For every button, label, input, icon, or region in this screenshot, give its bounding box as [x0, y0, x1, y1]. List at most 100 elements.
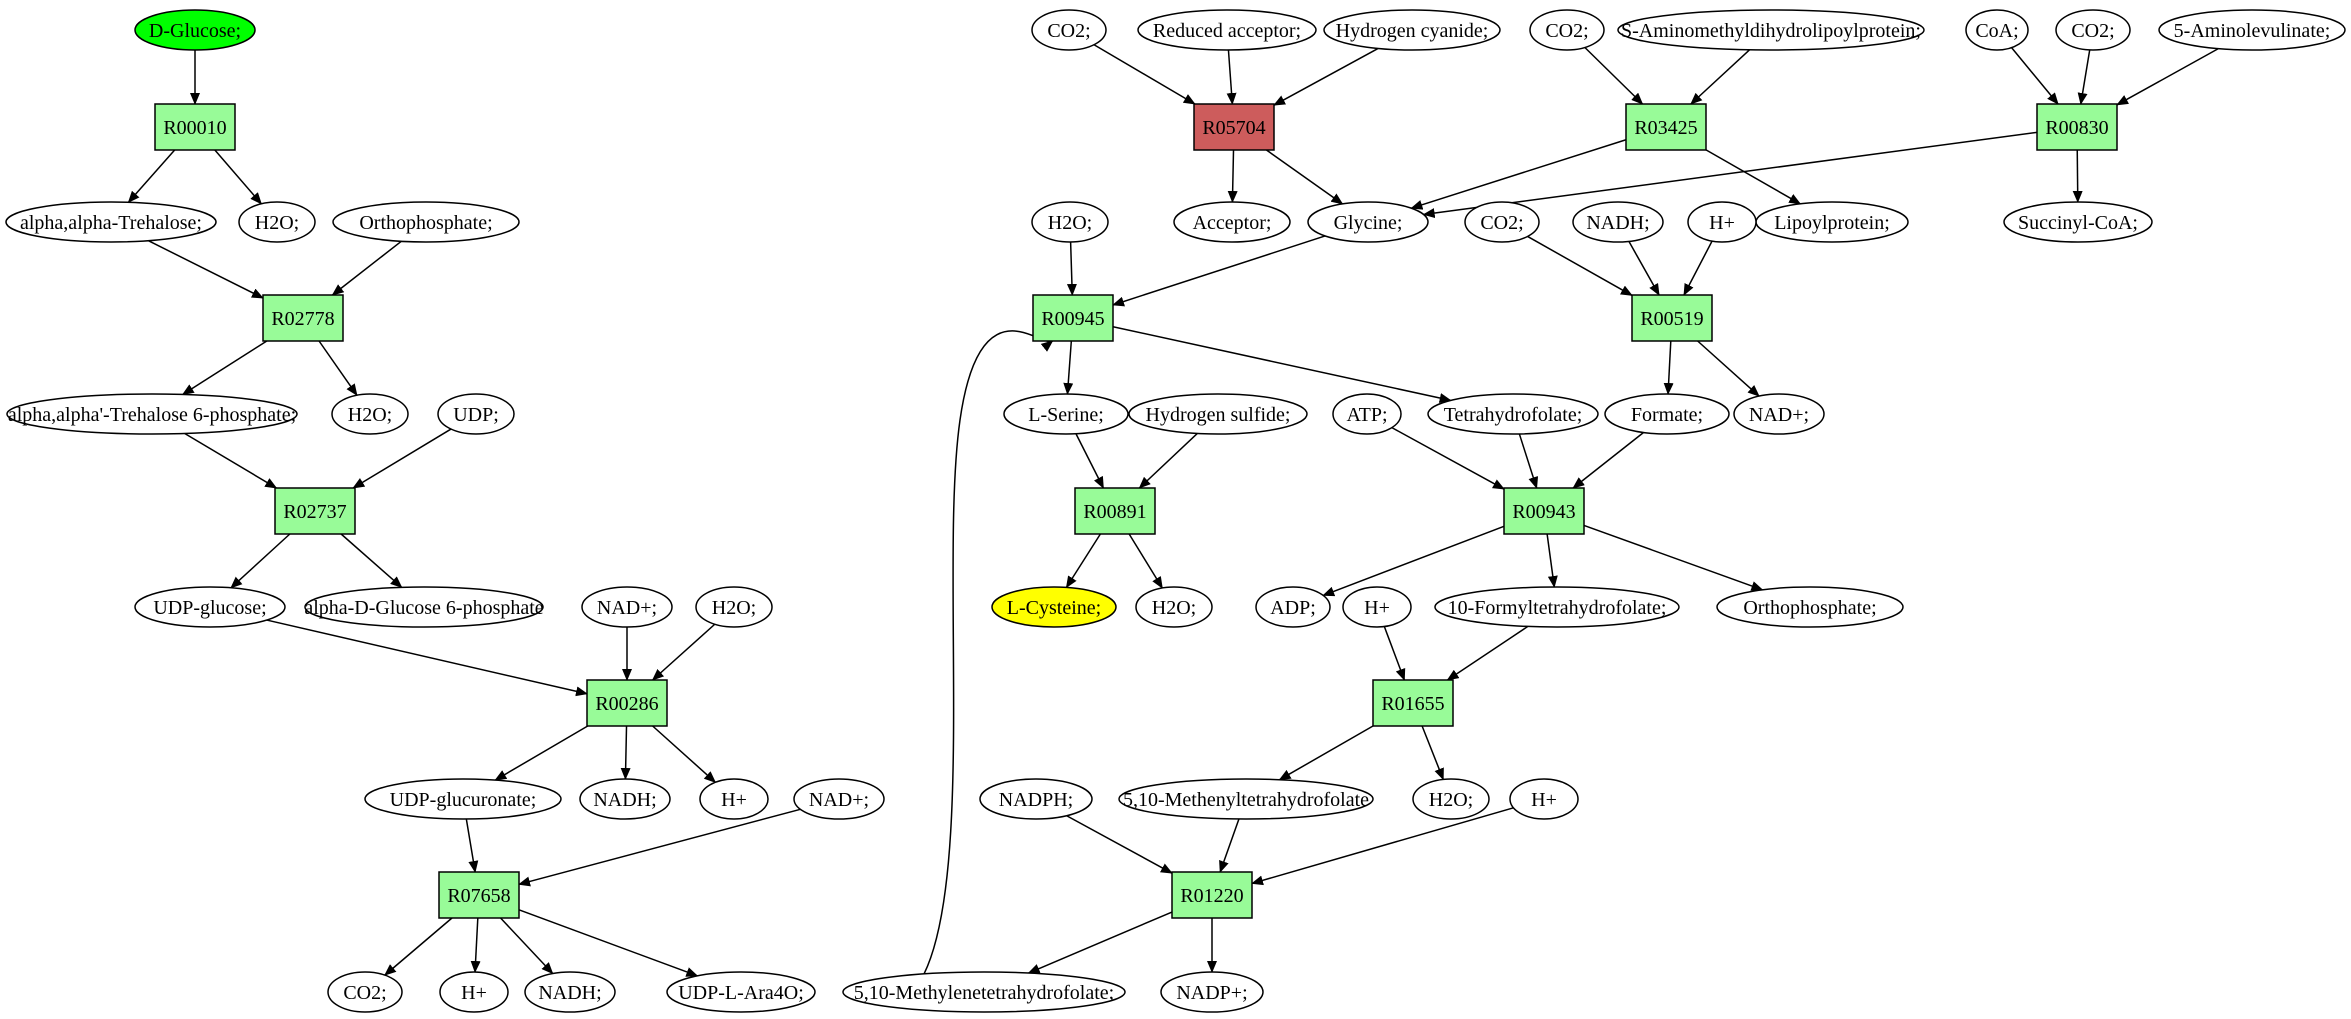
- compound-node-h2o-4: H2O;: [1031, 201, 1109, 243]
- edge-menthf-to-R01220: [1219, 818, 1240, 873]
- edge-R07658-to-h_2: [470, 917, 481, 974]
- compound-label: Succinyl-CoA;: [2018, 212, 2138, 234]
- compound-node-adp: ADP;: [1255, 586, 1331, 628]
- compound-label: 5-Aminolevulinate;: [2174, 20, 2331, 42]
- edge-R02737-to-g6p: [340, 533, 403, 589]
- compound-ellipse: [1965, 9, 2029, 51]
- compound-label: H+: [1709, 212, 1735, 234]
- compound-ellipse: [1716, 586, 1904, 628]
- compound-label: Hydrogen sulfide;: [1146, 404, 1291, 426]
- reaction-node-R00830: R00830: [2036, 103, 2118, 151]
- compound-label: 5,10-Methenyltetrahydrofolate: [1123, 789, 1369, 811]
- compound-label: Reduced acceptor;: [1153, 20, 1301, 42]
- compound-node-h2o-2: H2O;: [331, 393, 409, 435]
- edge-ala5-to-R00830: [2116, 47, 2219, 106]
- compound-ellipse: [1427, 393, 1599, 435]
- reaction-node-R01220: R01220: [1171, 871, 1253, 919]
- compound-ellipse: [238, 201, 316, 243]
- edge-R00891-to-h2o_5: [1128, 533, 1163, 589]
- compound-label: CO2;: [1545, 20, 1588, 42]
- reaction-box: [1032, 294, 1114, 342]
- compound-node-succoa: Succinyl-CoA;: [2003, 201, 2153, 243]
- compound-label: Formate;: [1631, 404, 1703, 426]
- compound-ellipse: [1137, 9, 1317, 51]
- compound-ellipse: [2003, 201, 2153, 243]
- edge-redacc-to-R05704: [1226, 49, 1237, 105]
- compound-label: Glycine;: [1334, 212, 1403, 234]
- compound-ellipse: [1135, 586, 1213, 628]
- compound-label: CO2;: [2071, 20, 2114, 42]
- compound-label: H+: [721, 789, 747, 811]
- compound-label: CO2;: [343, 982, 386, 1004]
- reaction-box: [1625, 103, 1707, 151]
- compound-node-thf: Tetrahydrofolate;: [1427, 393, 1599, 435]
- reaction-label: R07658: [447, 885, 510, 907]
- edge-co2_3-to-R03425: [1584, 46, 1644, 105]
- compound-node-h2s: Hydrogen sulfide;: [1128, 393, 1308, 435]
- compound-label: alpha,alpha-Trehalose;: [20, 212, 202, 234]
- compound-ellipse: [1617, 9, 1925, 51]
- compound-label: Hydrogen cyanide;: [1336, 20, 1489, 42]
- compound-node-nadh-1: NADH;: [579, 778, 671, 820]
- compound-node-glc: D-Glucose;: [134, 9, 256, 51]
- compound-node-h2o-5: H2O;: [1135, 586, 1213, 628]
- compound-node-saml: S-Aminomethyldihydrolipoylprotein;: [1617, 9, 1925, 51]
- reaction-node-R00519: R00519: [1631, 294, 1713, 342]
- compound-ellipse: [1118, 778, 1374, 820]
- compound-label: CO2;: [1480, 212, 1523, 234]
- compound-node-mlthf: 5,10-Methylenetetrahydrofolate;: [842, 971, 1126, 1013]
- compound-node-nad-2: NAD+;: [793, 778, 885, 820]
- edge-mlthf-to-R00945: [923, 330, 1054, 975]
- compound-label: UDP;: [453, 404, 499, 426]
- reaction-node-R07658: R07658: [438, 871, 520, 919]
- compound-node-g6p: alpha-D-Glucose 6-phosphate: [304, 586, 544, 628]
- compound-ellipse: [579, 778, 671, 820]
- edge-udpglc-to-R00286: [266, 619, 588, 697]
- edge-R00519-to-formate: [1663, 340, 1674, 396]
- edge-udpglcur-to-R07658: [465, 818, 479, 873]
- compound-ellipse: [134, 9, 256, 51]
- reaction-box: [1372, 679, 1454, 727]
- reaction-box: [1171, 871, 1253, 919]
- edge-hcn-to-R05704: [1273, 47, 1379, 106]
- compound-label: H2O;: [712, 597, 756, 619]
- compound-node-menthf: 5,10-Methenyltetrahydrofolate: [1118, 778, 1374, 820]
- reaction-label: R01655: [1381, 693, 1444, 715]
- edge-R02778-to-h2o_2: [318, 340, 358, 397]
- compound-ellipse: [6, 393, 298, 435]
- edge-R01220-to-mlthf: [1027, 911, 1173, 974]
- compound-node-nadh-3: NADH;: [1572, 201, 1664, 243]
- compound-label: ATP;: [1346, 404, 1387, 426]
- edge-R02737-to-udpglc: [230, 533, 291, 589]
- compound-node-gly: Glycine;: [1307, 201, 1429, 243]
- compound-ellipse: [1332, 393, 1402, 435]
- compound-ellipse: [1173, 201, 1291, 243]
- compound-label: CO2;: [1047, 20, 1090, 42]
- compound-node-udp: UDP;: [437, 393, 515, 435]
- compound-ellipse: [1160, 971, 1264, 1013]
- edge-R00945-to-thf: [1112, 325, 1452, 403]
- edge-R07658-to-udpara: [518, 909, 699, 977]
- reaction-box: [154, 103, 236, 151]
- reaction-node-R00010: R00010: [154, 103, 236, 151]
- compound-ellipse: [695, 586, 773, 628]
- compound-node-co2-2: CO2;: [1031, 9, 1107, 51]
- compound-node-ser: L-Serine;: [1003, 393, 1129, 435]
- edge-R00891-to-cys: [1065, 533, 1102, 589]
- compound-ellipse: [1031, 201, 1109, 243]
- compound-node-h-3: H+: [1687, 201, 1757, 243]
- reaction-node-R00943: R00943: [1503, 487, 1585, 535]
- compound-node-atp: ATP;: [1332, 393, 1402, 435]
- compound-node-co2-3: CO2;: [1529, 9, 1605, 51]
- edge-fthf-to-R01655: [1446, 625, 1529, 681]
- compound-node-h-4: H+: [1342, 586, 1412, 628]
- compound-ellipse: [2158, 9, 2346, 51]
- edge-R00830-to-succoa: [2072, 149, 2083, 203]
- compound-ellipse: [991, 586, 1117, 628]
- compound-node-redacc: Reduced acceptor;: [1137, 9, 1317, 51]
- compound-ellipse: [1434, 586, 1680, 628]
- compound-node-lipo: Lipoylprotein;: [1755, 201, 1909, 243]
- edge-R00945-to-ser: [1063, 340, 1074, 396]
- compound-label: UDP-L-Ara4O;: [678, 982, 804, 1004]
